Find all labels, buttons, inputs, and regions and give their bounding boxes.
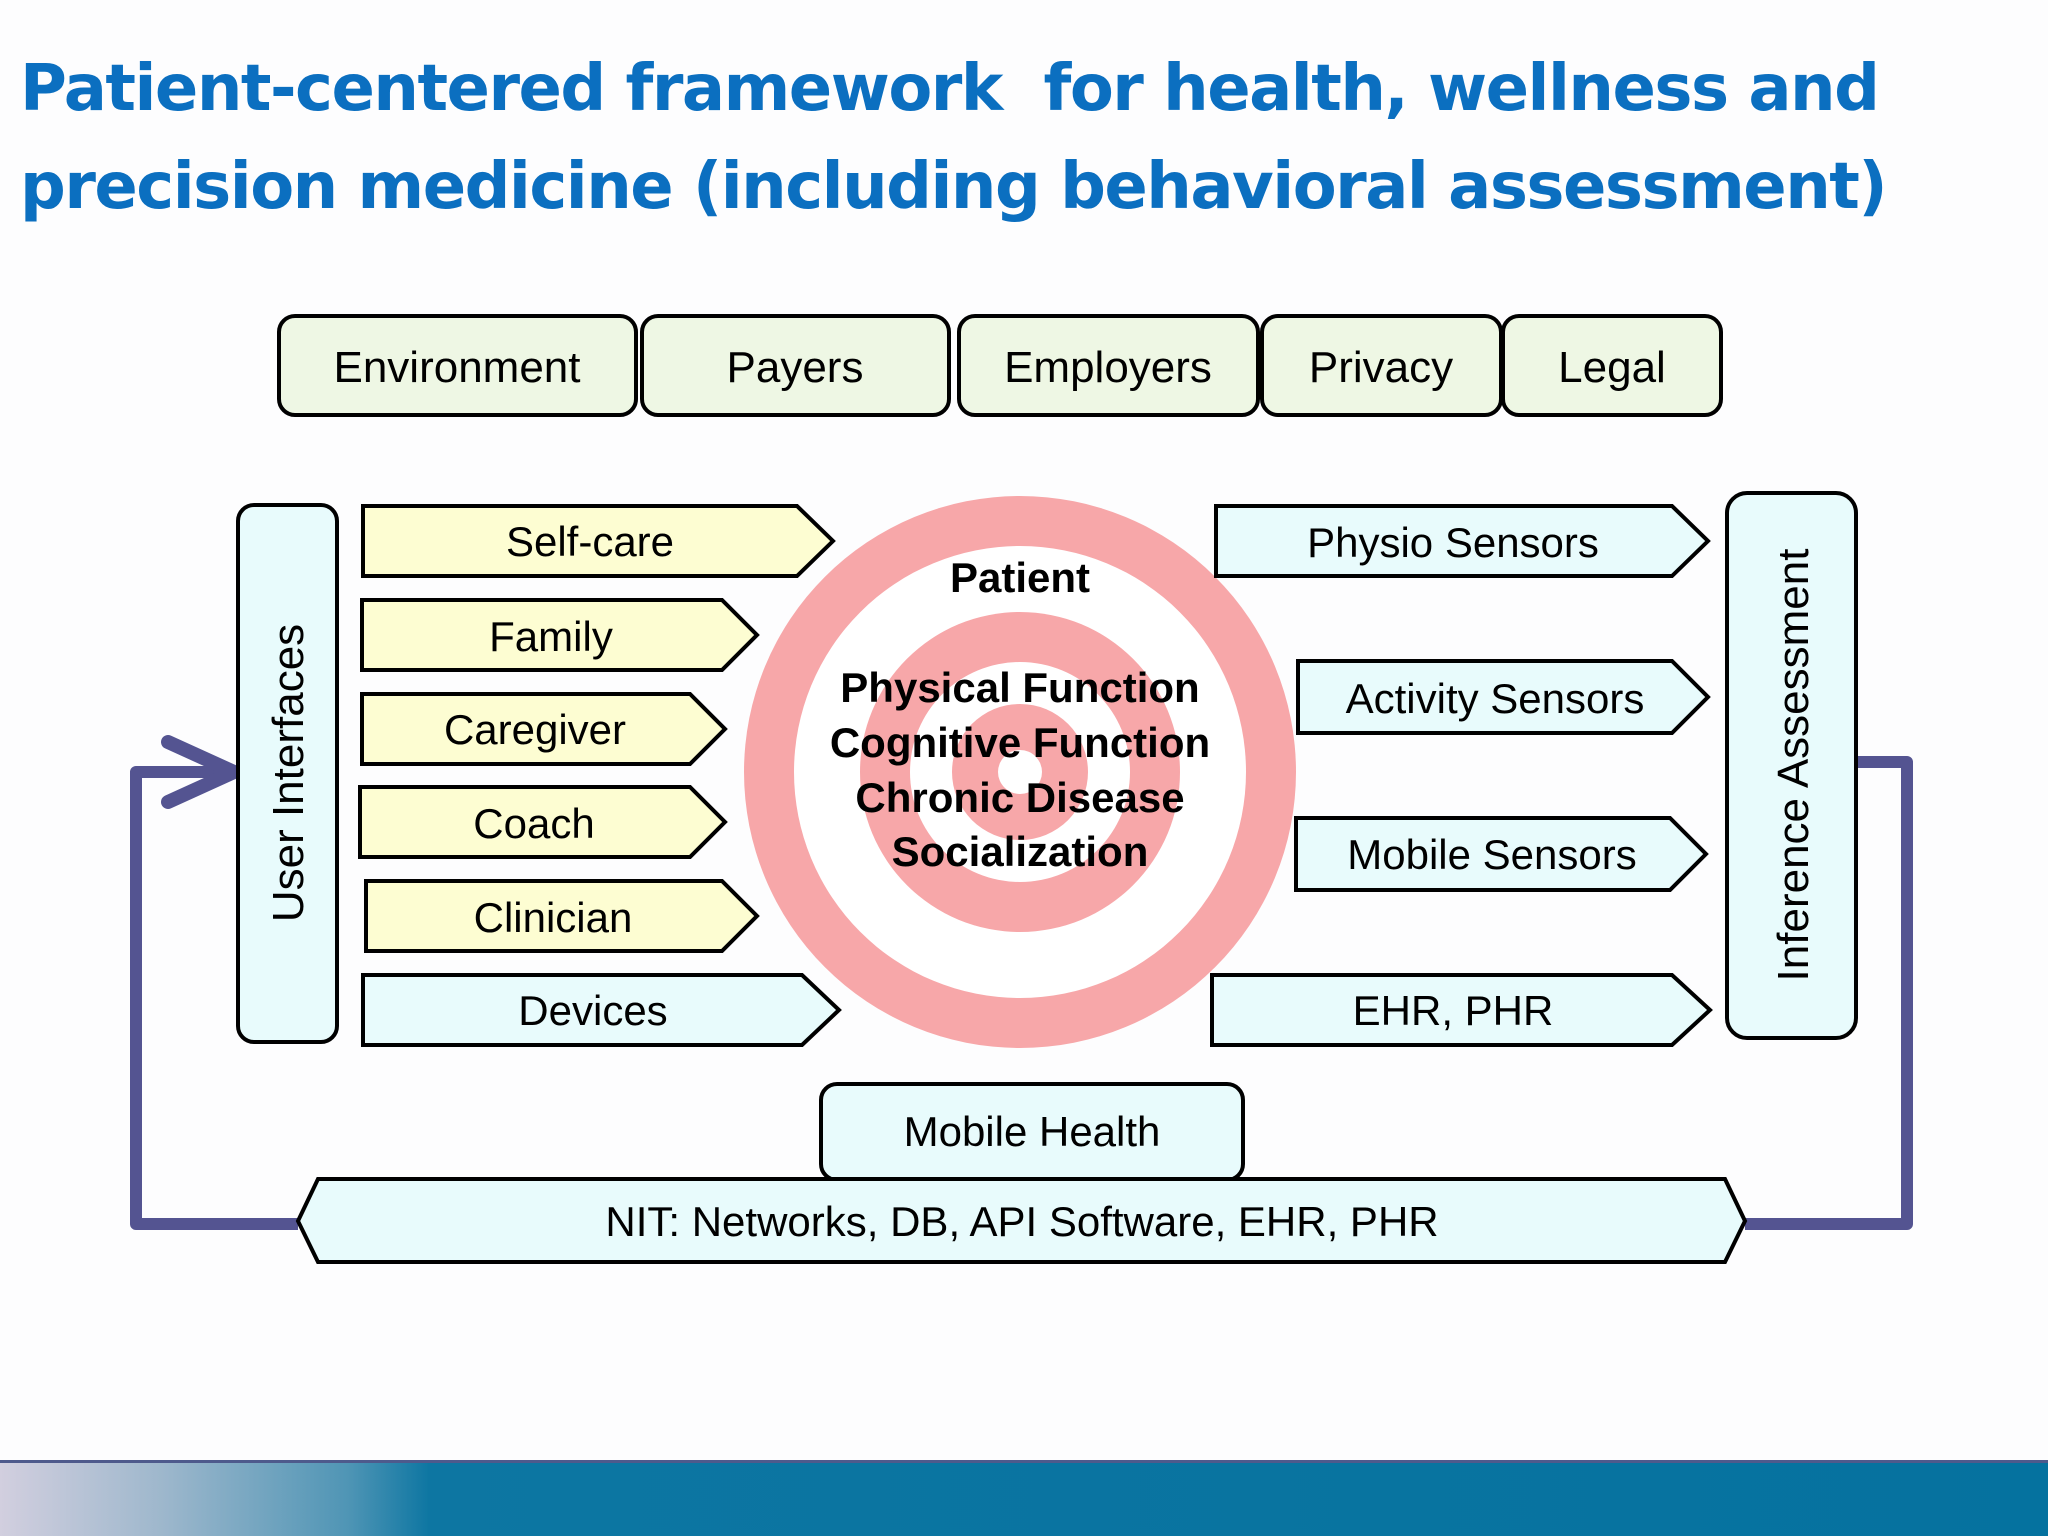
user-interfaces-box[interactable]: User Interfaces	[236, 503, 339, 1044]
stakeholder-label: Devices	[518, 987, 667, 1034]
arrow-coach[interactable]: Coach	[358, 785, 728, 859]
context-box-label: Environment	[333, 343, 580, 392]
user-interfaces-label: User Interfaces	[264, 624, 313, 922]
footer-gradient-bar	[0, 1460, 2048, 1536]
target-item: Chronic Disease	[855, 774, 1184, 821]
stakeholder-label: Coach	[473, 800, 594, 847]
feedback-loop	[130, 735, 1913, 1230]
target-item: Cognitive Function	[830, 719, 1210, 766]
loop-line-right	[1745, 756, 1913, 1230]
stakeholder-label: Self-care	[506, 518, 674, 565]
arrow-clinician[interactable]: Clinician	[364, 879, 760, 953]
slide-title: Patient-centered framework for health, w…	[20, 40, 2020, 236]
sensor-label: EHR, PHR	[1353, 987, 1554, 1034]
arrow-ehr-phr[interactable]: EHR, PHR	[1210, 973, 1713, 1047]
arrow-physio-sensors[interactable]: Physio Sensors	[1214, 504, 1711, 578]
sensor-label: Activity Sensors	[1346, 675, 1645, 722]
mobile-health-box[interactable]: Mobile Health	[819, 1082, 1245, 1182]
inference-assessment-label: Inference Assessment	[1769, 549, 1818, 982]
stakeholder-label: Family	[489, 613, 613, 660]
target-title: Patient	[950, 554, 1090, 601]
context-box-environment[interactable]: Environment	[277, 314, 638, 417]
context-box-employers[interactable]: Employers	[957, 314, 1260, 417]
mobile-health-label: Mobile Health	[904, 1108, 1161, 1155]
slide-title-line-1: Patient-centered framework for health, w…	[20, 52, 1880, 126]
context-box-privacy[interactable]: Privacy	[1260, 314, 1503, 417]
target-item: Socialization	[892, 828, 1149, 875]
context-box-label: Payers	[727, 343, 864, 392]
arrow-self-care[interactable]: Self-care	[361, 504, 836, 578]
context-box-payers[interactable]: Payers	[640, 314, 951, 417]
context-box-label: Employers	[1004, 343, 1212, 392]
nit-infrastructure-bar[interactable]: NIT: Networks, DB, API Software, EHR, PH…	[295, 1177, 1748, 1264]
sensor-label: Mobile Sensors	[1347, 831, 1636, 878]
arrow-mobile-sensors[interactable]: Mobile Sensors	[1294, 816, 1709, 892]
inference-assessment-box[interactable]: Inference Assessment	[1725, 491, 1858, 1040]
target-item: Physical Function	[840, 664, 1199, 711]
patient-target: Patient Physical Function Cognitive Func…	[744, 496, 1296, 1048]
context-box-label: Legal	[1558, 343, 1666, 392]
sensor-label: Physio Sensors	[1307, 519, 1599, 566]
context-box-legal[interactable]: Legal	[1501, 314, 1723, 417]
arrow-activity-sensors[interactable]: Activity Sensors	[1296, 659, 1711, 735]
arrow-caregiver[interactable]: Caregiver	[360, 692, 728, 766]
arrow-family[interactable]: Family	[360, 598, 760, 672]
sensor-arrows: Physio Sensors Activity Sensors Mobile S…	[1210, 504, 1713, 1047]
slide-title-line-2: precision medicine (including behavioral…	[20, 150, 1888, 224]
stakeholder-arrows: Self-care Family Caregiver Coach Clinici…	[358, 504, 842, 1047]
stakeholder-label: Clinician	[474, 894, 633, 941]
nit-label: NIT: Networks, DB, API Software, EHR, PH…	[605, 1198, 1438, 1245]
stakeholder-label: Caregiver	[444, 706, 626, 753]
arrow-devices[interactable]: Devices	[361, 973, 842, 1047]
target-bullseye	[998, 750, 1042, 794]
context-boxes: Environment Payers Employers Privacy Leg…	[277, 314, 1723, 417]
loop-line-left	[130, 766, 298, 1230]
context-box-label: Privacy	[1309, 343, 1453, 392]
arrow-head-icon	[161, 735, 241, 809]
